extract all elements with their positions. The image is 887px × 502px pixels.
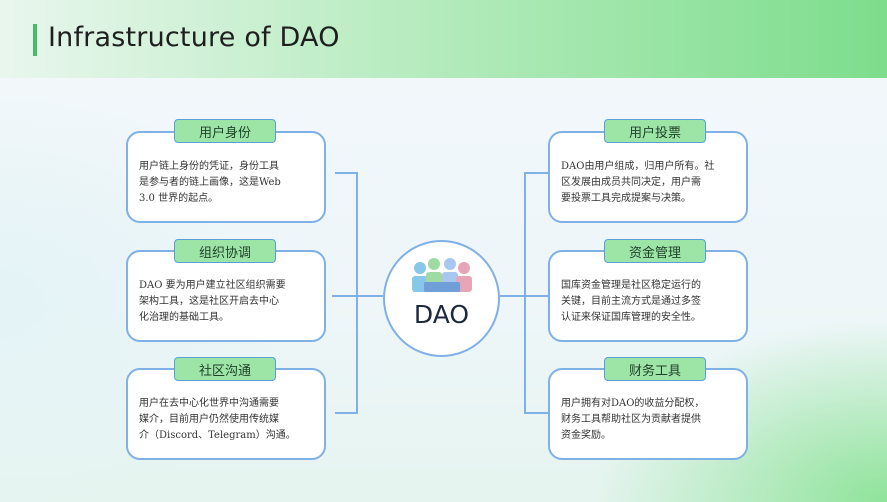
card-title-finance-tools: 财务工具 [604, 357, 706, 381]
card-title-community-communication: 社区沟通 [174, 357, 276, 381]
card-title-org-coordination: 组织协调 [174, 239, 276, 263]
card-finance-tools: 用户拥有对DAO的收益分配权， 财务工具帮助社区为贡献者提供 资金奖励。 [548, 368, 748, 460]
dao-center-node: DAO [383, 240, 500, 357]
card-text: DAO 要为用户建立社区组织需要 架构工具，这是社区开启去中心 化治理的基础工具… [139, 280, 286, 323]
page-title: Infrastructure of DAO [48, 22, 340, 53]
dao-label: DAO [413, 300, 470, 329]
card-title-fund-management: 资金管理 [604, 239, 706, 263]
card-user-voting: DAO由用户组成，归用户所有。社 区发展由成员共同决定，用户需 要投票工具完成提… [548, 131, 748, 223]
card-fund-management: 国库资金管理是社区稳定运行的 关键，目前主流方式是通过多签 认证来保证国库管理的… [548, 250, 748, 342]
card-text: 国库资金管理是社区稳定运行的 关键，目前主流方式是通过多签 认证来保证国库管理的… [561, 280, 701, 323]
card-title-user-voting: 用户投票 [604, 119, 706, 143]
card-title-user-identity: 用户身份 [174, 119, 276, 143]
title-accent-bar [33, 24, 37, 56]
card-text: 用户链上身份的凭证，身份工具 是参与者的链上画像，这是Web 3.0 世界的起点… [139, 161, 281, 204]
card-text: DAO由用户组成，归用户所有。社 区发展由成员共同决定，用户需 要投票工具完成提… [561, 161, 715, 204]
card-org-coordination: DAO 要为用户建立社区组织需要 架构工具，这是社区开启去中心 化治理的基础工具… [126, 250, 326, 342]
people-group-icon [412, 258, 472, 292]
card-user-identity: 用户链上身份的凭证，身份工具 是参与者的链上画像，这是Web 3.0 世界的起点… [126, 131, 326, 223]
card-community-communication: 用户在去中心化世界中沟通需要 媒介，目前用户仍然使用传统媒 介（Discord、… [126, 368, 326, 460]
header-banner [0, 0, 887, 78]
card-text: 用户拥有对DAO的收益分配权， 财务工具帮助社区为贡献者提供 资金奖励。 [561, 398, 705, 441]
card-text: 用户在去中心化世界中沟通需要 媒介，目前用户仍然使用传统媒 介（Discord、… [139, 398, 296, 441]
